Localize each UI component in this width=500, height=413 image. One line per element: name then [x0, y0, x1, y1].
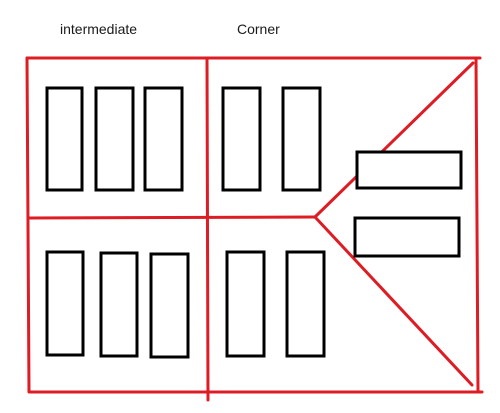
- rack-block-corner-bottom-1: [225, 250, 266, 358]
- rack-blocks: [45, 86, 463, 359]
- horizontal-divider: [27, 215, 317, 220]
- rack-block-corner-top-1: [221, 86, 262, 192]
- center-vertical-divider: [205, 56, 210, 402]
- intermediate-label: intermediate: [60, 21, 138, 37]
- rack-block-intermediate-top-3: [143, 86, 184, 192]
- right-boundary-line: [474, 56, 480, 394]
- left-boundary-line: [25, 56, 31, 394]
- rack-block-corner-top-2: [281, 86, 322, 192]
- rack-block-intermediate-top-1: [45, 86, 84, 192]
- rack-block-intermediate-bottom-1: [45, 250, 85, 357]
- rack-block-intermediate-bottom-2: [99, 251, 139, 358]
- corner-label: Corner: [237, 21, 280, 37]
- rack-block-intermediate-top-2: [94, 86, 135, 192]
- rack-block-corner-angled-1: [355, 150, 463, 190]
- lower-diagonal-line: [313, 215, 474, 387]
- boundary-lines: [25, 56, 484, 402]
- rack-block-intermediate-bottom-3: [149, 252, 190, 359]
- upper-diagonal-line: [313, 61, 475, 219]
- rack-block-corner-angled-2: [353, 216, 461, 258]
- rack-block-corner-bottom-2: [285, 250, 326, 358]
